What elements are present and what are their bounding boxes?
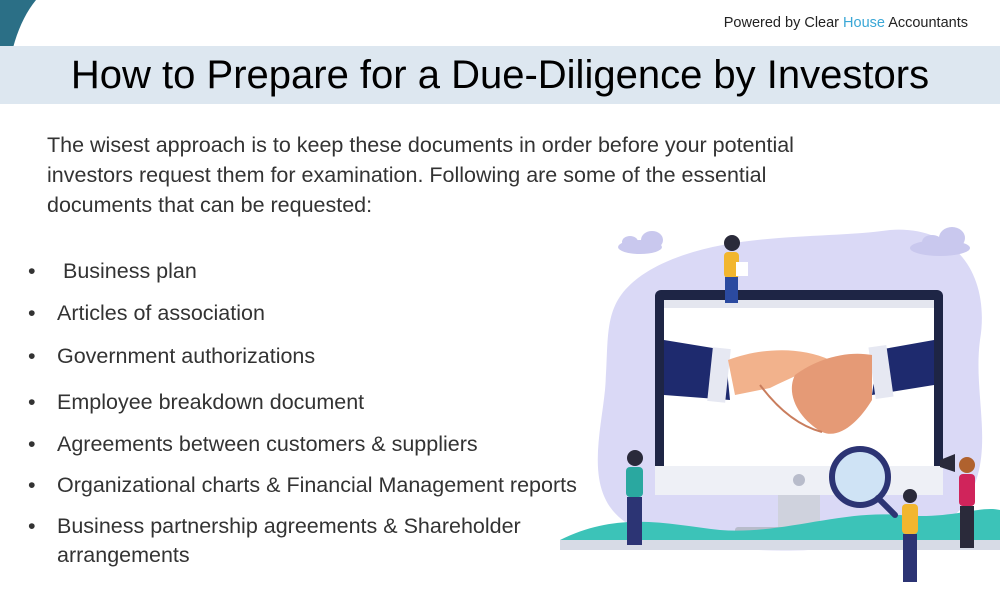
powered-by-highlight: House (843, 15, 885, 31)
bullet-icon: • (28, 301, 36, 325)
list-item-label: Government authorizations (57, 344, 316, 368)
title-band (0, 46, 1000, 104)
person-figure (902, 489, 918, 582)
bullet-icon: • (28, 344, 36, 368)
person-figure (724, 235, 748, 303)
list-item-label: Organizational charts & Financial Manage… (57, 473, 577, 497)
wave-decoration (560, 508, 1000, 540)
powered-by-text: Powered by Clear House Accountants (724, 15, 968, 31)
powered-by-suffix: Accountants (888, 15, 968, 31)
list-item-label: Articles of association (57, 301, 265, 325)
bullet-icon: • (28, 514, 36, 538)
list-item-label: Employee breakdown document (57, 390, 365, 414)
bullet-icon: • (28, 259, 36, 283)
bullet-icon: • (28, 390, 36, 414)
bullet-icon: • (28, 473, 36, 497)
corner-accent (0, 0, 36, 100)
intro-paragraph: The wisest approach is to keep these doc… (47, 133, 794, 217)
handshake-icon (664, 340, 934, 434)
megaphone-icon (940, 454, 955, 472)
list-item-label: Agreements between customers & suppliers (57, 432, 478, 456)
person-figure (940, 454, 975, 548)
page-title: How to Prepare for a Due-Diligence by In… (70, 53, 930, 97)
list-item-label: Business partnership agreements & Shareh… (57, 514, 521, 567)
person-figure (626, 450, 643, 545)
powered-by-prefix: Powered by Clear (723, 15, 839, 31)
cloud-icon (910, 227, 970, 256)
handshake-illustration (560, 227, 1000, 582)
cloud-icon (618, 231, 663, 254)
magnifier-icon (829, 446, 898, 518)
list-item-label: Business plan (57, 259, 197, 283)
bullet-icon: • (28, 432, 36, 456)
